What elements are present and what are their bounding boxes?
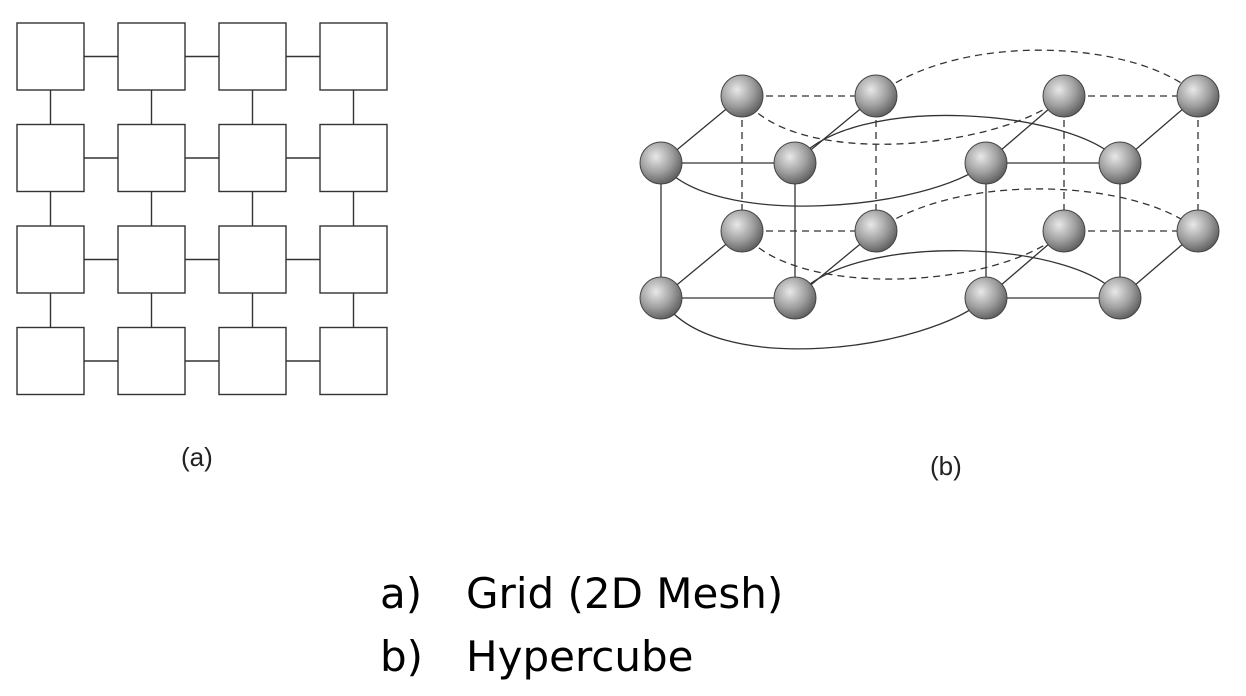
hypercube-link-4d (794, 114, 1121, 164)
caption-item-b: b)Hypercube (380, 636, 694, 678)
mesh-node (319, 22, 388, 91)
mesh-node (218, 123, 287, 193)
caption-item-a: a)Grid (2D Mesh) (380, 573, 783, 615)
hypercube-node (773, 141, 817, 185)
hypercube-node (1176, 74, 1220, 118)
mesh-node (218, 225, 287, 294)
mesh-node (319, 326, 388, 396)
mesh-node (117, 326, 186, 396)
hypercube-node (854, 209, 898, 253)
mesh-node (319, 123, 388, 193)
hypercube-node (1098, 276, 1142, 320)
hypercube-node (720, 74, 764, 118)
hypercube-node (854, 74, 898, 118)
mesh-node (16, 326, 85, 396)
hypercube-link-4d (660, 162, 987, 207)
hypercube-link-4d-back (741, 230, 1065, 280)
mesh-node (117, 225, 186, 294)
hypercube-node (720, 209, 764, 253)
hypercube-node (639, 141, 683, 185)
hypercube-node (1042, 74, 1086, 118)
hypercube-link-4d-back (875, 188, 1199, 232)
mesh-node (16, 22, 85, 91)
hypercube-node (773, 276, 817, 320)
mesh-node (16, 123, 85, 193)
mesh-node (218, 22, 287, 91)
hypercube-node (1042, 209, 1086, 253)
hypercube-link-4d (660, 297, 987, 350)
hypercube-node (964, 276, 1008, 320)
hypercube-link-4d-back (875, 49, 1199, 97)
mesh-node (319, 225, 388, 294)
panel-b-label: (b) (930, 451, 962, 481)
hypercube-diagram (639, 49, 1220, 350)
caption-text-a: Grid (2D Mesh) (466, 569, 784, 618)
hypercube-node (1176, 209, 1220, 253)
mesh-node (218, 326, 287, 396)
hypercube-link-4d-back (741, 95, 1065, 145)
caption-marker-b: b) (380, 632, 424, 681)
caption-text-b: Hypercube (466, 632, 694, 681)
hypercube-node (639, 276, 683, 320)
hypercube-node (1098, 141, 1142, 185)
mesh-node (117, 123, 186, 193)
hypercube-node (964, 141, 1008, 185)
mesh-node (16, 225, 85, 294)
caption-marker-a: a) (380, 569, 423, 618)
mesh-node (117, 22, 186, 91)
panel-a-label: (a) (181, 442, 213, 472)
hypercube-link-4d (794, 250, 1121, 299)
mesh-diagram (16, 22, 388, 396)
hypercube-nodes (639, 74, 1220, 320)
